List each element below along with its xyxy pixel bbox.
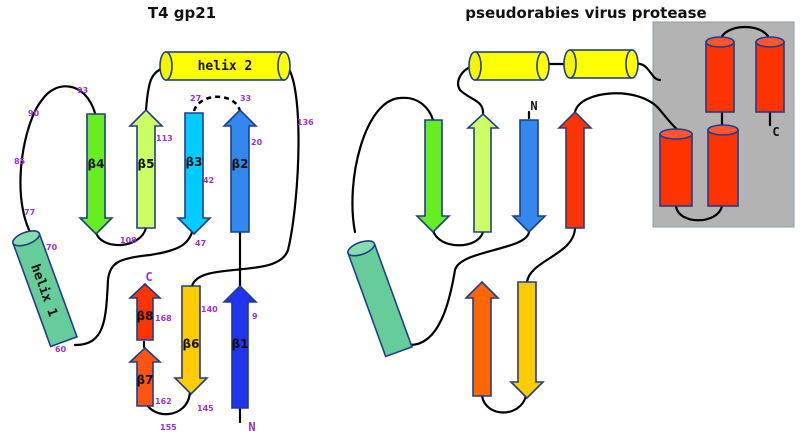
- right-lightgreen-strand: [465, 112, 501, 233]
- n-terminus-left: N: [248, 420, 255, 434]
- loop-r-blue-orange: [408, 230, 531, 347]
- residue-136: 136: [297, 118, 314, 127]
- beta2-strand: [222, 108, 258, 233]
- beta6-label: β6: [183, 337, 200, 351]
- loop-beta3-helix1: [73, 223, 196, 347]
- loop-r-orange-yellow: [480, 394, 528, 414]
- residue-113: 113: [156, 134, 173, 143]
- residue-155: 155: [160, 423, 177, 432]
- beta7-strand: [127, 346, 163, 407]
- beta8-strand: [127, 282, 163, 341]
- right-green-helix: [347, 240, 413, 358]
- loop-r-red-yellowstrand: [525, 226, 577, 284]
- beta7-label: β7: [137, 373, 154, 387]
- loop-r-red-inset: [573, 92, 682, 134]
- residue-33: 33: [240, 94, 251, 103]
- helix-1: helix 1: [12, 230, 78, 348]
- residue-77: 77: [24, 208, 35, 217]
- loop-beta4-beta5: [94, 226, 148, 247]
- residue-numbers: 93 90 85 77 70 60 113 108 27 33 20 42 47…: [14, 86, 314, 432]
- loop-helix1-beta4: [19, 85, 97, 234]
- residue-20: 20: [251, 138, 263, 147]
- residue-9: 9: [252, 312, 258, 321]
- loops-right: [351, 25, 772, 414]
- loop-r-inset-bottom: [674, 204, 724, 222]
- loop-r-green-lightgreen: [431, 228, 485, 247]
- beta3-strand: [176, 112, 212, 236]
- loop-helix2-beta3: [190, 62, 300, 288]
- t4-gp21-title: T4 gp21: [148, 4, 216, 22]
- right-red-helices: [659, 36, 785, 207]
- prv-protease-title: pseudorabies virus protease: [465, 4, 706, 22]
- right-green-strand: [415, 119, 451, 234]
- prv-protease-panel: pseudorabies virus protease: [347, 4, 795, 414]
- beta4-strand: [78, 113, 114, 236]
- residue-145: 145: [197, 404, 214, 413]
- beta5-label: β5: [138, 157, 155, 171]
- beta8-label: β8: [137, 309, 154, 323]
- beta4-label: β4: [88, 157, 105, 171]
- residue-90: 90: [28, 109, 40, 118]
- residue-93: 93: [77, 86, 88, 95]
- beta2-label: β2: [232, 157, 249, 171]
- residue-85: 85: [14, 157, 26, 166]
- residue-47: 47: [195, 239, 206, 248]
- beta6-strand: [173, 285, 209, 396]
- right-yellow-helix-2: [563, 49, 639, 79]
- right-orange-strand: [464, 280, 500, 397]
- t4-gp21-panel: T4 gp21 helix 2 helix 1: [12, 4, 314, 434]
- residue-42: 42: [203, 176, 214, 185]
- beta5-strand: [128, 108, 164, 229]
- beta3-label: β3: [186, 155, 203, 169]
- red-helix-a: [705, 36, 735, 113]
- loop-r-lightgreen-helix: [457, 63, 485, 116]
- right-yellow-helix-1: [468, 51, 550, 81]
- loop-r-helixgreen-strand: [351, 96, 435, 234]
- red-helix-d: [707, 124, 739, 207]
- residue-162: 162: [155, 397, 172, 406]
- c-terminus-left: C: [145, 270, 152, 284]
- red-helix-b: [755, 36, 785, 113]
- loop-beta3-beta2-disordered: [192, 95, 242, 112]
- right-red-strand: [557, 110, 593, 229]
- red-helix-c: [659, 128, 693, 207]
- residue-140: 140: [201, 305, 218, 314]
- residue-108: 108: [120, 236, 137, 245]
- helix-2-label: helix 2: [198, 59, 253, 74]
- helix-2: helix 2: [159, 51, 291, 81]
- residue-168: 168: [155, 314, 172, 323]
- beta1-label: β1: [232, 337, 249, 351]
- beta1-strand: [222, 284, 258, 409]
- loops-left: [19, 62, 300, 424]
- residue-27: 27: [190, 94, 201, 103]
- residue-60: 60: [55, 345, 67, 354]
- beta-strands-right: [415, 110, 593, 400]
- beta-strands-left: β4 β5 β3 β2 β8 β7 β6 β1: [78, 108, 258, 409]
- n-terminus-right: N: [530, 99, 537, 113]
- residue-70: 70: [46, 243, 58, 252]
- c-terminus-right: C: [772, 125, 779, 139]
- right-blue-strand: [511, 119, 547, 234]
- right-yellow-strand: [509, 281, 545, 400]
